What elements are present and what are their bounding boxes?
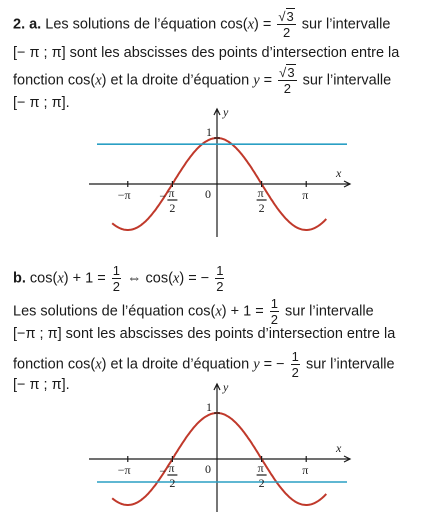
den-2: 2 — [291, 365, 299, 380]
cos-func: cos( — [187, 303, 216, 320]
part-b-line-5: [− π ; π]. — [13, 377, 70, 393]
eq-sign: = − — [263, 356, 285, 373]
num-1: 1 — [269, 296, 279, 312]
label-pi: π — [302, 463, 308, 477]
part-a-line-2: [− π ; π] sont les abscisses des points … — [13, 45, 400, 61]
fonction-text: fonction cos( — [13, 356, 96, 373]
interval-text: sur l’intervalle — [285, 303, 374, 320]
fonction-text: fonction cos( — [13, 72, 96, 89]
var-y: y — [253, 72, 260, 89]
part-b-line-3: [−π ; π] sont les abscisses des points d… — [13, 326, 396, 342]
den-2: 2 — [282, 25, 291, 40]
label-one: 1 — [206, 400, 212, 414]
label-minus-pi2-num: π — [168, 461, 174, 475]
part-b-line-1: b. cos(x) + 1 = 1 2 ⇔ cos(x) = − 1 2 — [13, 264, 226, 293]
one-half: 1 2 — [269, 296, 279, 327]
var-y: y — [253, 356, 260, 373]
interval-text: sur l’intervalle — [301, 16, 391, 33]
label-minus-pi2-den: 2 — [169, 201, 175, 215]
plus-one: ) + 1 = — [221, 303, 264, 320]
droite-text: ) et la droite d’équation — [101, 356, 250, 373]
var-x: x — [95, 72, 102, 89]
sqrt3-over-2: √3 2 — [277, 8, 296, 40]
label-pi: π — [302, 188, 308, 202]
part-a-line-3: fonction cos(x) et la droite d’équation … — [13, 64, 392, 96]
y-axis-arrow — [213, 107, 221, 116]
label-minus-sign: − — [159, 189, 166, 203]
cos-func: cos( — [220, 16, 248, 33]
interval-text: sur l’intervalle — [305, 356, 395, 373]
num-1: 1 — [111, 263, 121, 279]
one-half: 1 2 — [215, 263, 225, 294]
var-x: x — [172, 270, 180, 287]
label-x: x — [335, 441, 342, 455]
label-pi2-den: 2 — [259, 476, 265, 490]
part-a-label: 2. a. — [13, 16, 42, 33]
part-a-text: Les solutions de l’équation — [45, 16, 217, 33]
den-2: 2 — [283, 81, 291, 96]
label-y: y — [222, 380, 229, 394]
num-1: 1 — [215, 263, 225, 279]
var-x: x — [57, 270, 64, 287]
close-eq: ) = — [254, 16, 272, 33]
part-b-label: b. — [13, 270, 26, 287]
droite-text: ) et la droite d’équation — [101, 72, 250, 89]
interval-text: sur l’intervalle — [302, 72, 392, 89]
solutions-text: Les solutions de l’équation — [13, 303, 184, 320]
x-axis-arrow — [343, 455, 352, 463]
label-zero: 0 — [205, 462, 211, 476]
label-minus-pi2-den: 2 — [169, 476, 175, 490]
var-x: x — [95, 356, 102, 373]
plus-one: ) + 1 = — [63, 270, 106, 287]
den-2: 2 — [216, 279, 224, 294]
label-zero: 0 — [205, 187, 211, 201]
label-minus-pi: −π — [118, 188, 131, 202]
rhs: ) = − — [179, 270, 210, 287]
sqrt3-over-2: √3 2 — [278, 64, 297, 96]
part-a-line-4: [− π ; π]. — [13, 95, 70, 111]
num-1: 1 — [290, 349, 300, 365]
label-y: y — [222, 105, 229, 119]
iff: ⇔ cos( — [126, 270, 173, 287]
sqrt-3: 3 — [285, 8, 295, 24]
part-b-line-2: Les solutions de l’équation cos(x) + 1 =… — [13, 297, 374, 326]
var-x: x — [215, 303, 222, 320]
label-one: 1 — [206, 125, 212, 139]
label-pi2-num: π — [258, 186, 264, 200]
label-pi2-den: 2 — [259, 201, 265, 215]
den-2: 2 — [270, 312, 278, 327]
label-minus-sign: − — [159, 464, 166, 478]
one-half: 1 2 — [290, 349, 300, 380]
label-minus-pi2-num: π — [168, 186, 174, 200]
lhs: cos( — [29, 270, 58, 287]
label-minus-pi: −π — [118, 463, 131, 477]
y-axis-arrow — [213, 382, 221, 391]
sqrt-3: 3 — [286, 64, 296, 80]
label-x: x — [335, 166, 342, 180]
label-pi2-num: π — [258, 461, 264, 475]
x-axis-arrow — [343, 180, 352, 188]
one-half: 1 2 — [111, 263, 121, 294]
part-a-line-1: 2. a. Les solutions de l’équation cos(x)… — [13, 8, 391, 40]
part-b-line-4: fonction cos(x) et la droite d’équation … — [13, 350, 395, 379]
var-x: x — [247, 16, 255, 33]
den-2: 2 — [112, 279, 120, 294]
eq-sign: = — [263, 72, 273, 89]
